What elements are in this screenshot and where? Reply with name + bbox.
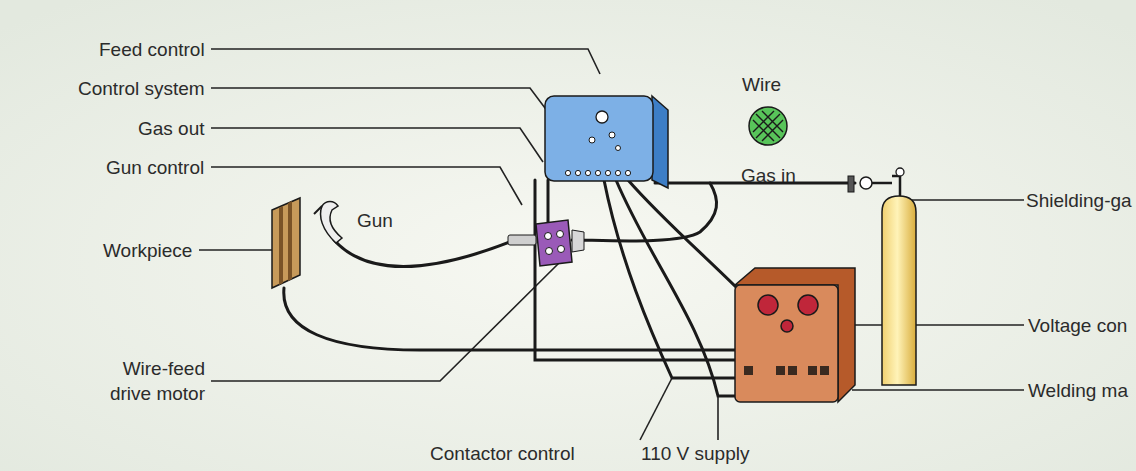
dial: [798, 295, 818, 315]
leader-line: [211, 167, 522, 205]
regulator-pipe: [872, 182, 892, 185]
terminal: [615, 170, 620, 175]
weld-seam: [279, 206, 283, 285]
part-label: Shielding-ga: [1026, 188, 1132, 213]
spool-windings: [753, 111, 783, 141]
leader-line: [211, 128, 543, 162]
gun-nozzle: [314, 206, 322, 214]
control-knob: [609, 132, 615, 138]
cylinder-valve: [892, 176, 900, 198]
terminal: [744, 366, 753, 375]
leader-lines: [199, 49, 1024, 440]
terminal: [776, 366, 785, 375]
valve: [848, 176, 854, 192]
terminal: [605, 170, 610, 175]
part-label: Control system: [78, 76, 205, 101]
part-label: 110 V supply: [641, 441, 749, 466]
part-label: Gun: [357, 208, 393, 233]
spool-disc: [749, 107, 787, 145]
feed-control-knob: [596, 111, 608, 123]
part-label: Welding ma: [1028, 378, 1128, 403]
part-label: Gun control: [106, 155, 204, 180]
regulator-gauge: [860, 177, 872, 189]
motor-end: [572, 230, 584, 252]
terminal: [625, 170, 630, 175]
control-box: [545, 96, 668, 188]
terminal: [808, 366, 817, 375]
part-label: Wire-feed drive motor: [90, 356, 205, 406]
welding-gun: [321, 202, 342, 244]
part-label: Voltage con: [1028, 313, 1127, 338]
control-knob: [589, 137, 595, 143]
welding-machine: [735, 268, 855, 402]
leader-line: [852, 389, 1024, 391]
workpiece-plate: [272, 198, 300, 288]
terminal: [820, 366, 829, 375]
terminal: [575, 170, 580, 175]
gun-connector: [508, 235, 536, 245]
valve-handle: [896, 168, 904, 176]
part-label: Workpiece: [103, 238, 192, 263]
leader-line: [900, 199, 1024, 201]
dial: [758, 295, 778, 315]
leader-line: [211, 88, 548, 112]
drive-roll: [558, 246, 565, 253]
leader-line: [211, 49, 600, 74]
drive-roll: [557, 231, 564, 238]
part-label: Wire: [742, 72, 781, 97]
drive-roll: [545, 233, 552, 240]
gas-to-gun-hose: [572, 183, 717, 241]
leader-line: [199, 249, 272, 251]
terminal: [595, 170, 600, 175]
supply-cable: [616, 180, 748, 396]
terminal: [788, 366, 797, 375]
terminal: [585, 170, 590, 175]
gun-cable: [334, 240, 515, 266]
wire-feed-drive-motor: [508, 220, 584, 266]
control-knob: [616, 146, 621, 151]
weld-seam: [288, 201, 292, 281]
part-label: Contactor control: [430, 441, 575, 466]
control-box-front: [545, 96, 653, 181]
leader-line: [717, 396, 719, 440]
voltage-control-dial: [781, 320, 793, 332]
leader-line: [211, 262, 560, 381]
drive-roll: [546, 248, 553, 255]
part-label: Gas in: [741, 163, 796, 188]
part-label: Gas out: [138, 116, 205, 141]
terminal-row: [565, 170, 630, 175]
contactor-cable: [604, 180, 740, 378]
terminal: [565, 170, 570, 175]
wire-spool: [749, 107, 787, 145]
machine-terminals: [744, 366, 829, 375]
motor-housing: [536, 220, 572, 266]
leader-line: [640, 378, 672, 440]
machine-side: [735, 268, 855, 402]
control-box-side: [652, 96, 668, 188]
machine-front: [735, 285, 838, 402]
part-label: Feed control: [99, 37, 205, 62]
gas-cylinder: [882, 196, 916, 385]
workpiece: [272, 198, 300, 288]
gas-regulator: [848, 168, 904, 198]
